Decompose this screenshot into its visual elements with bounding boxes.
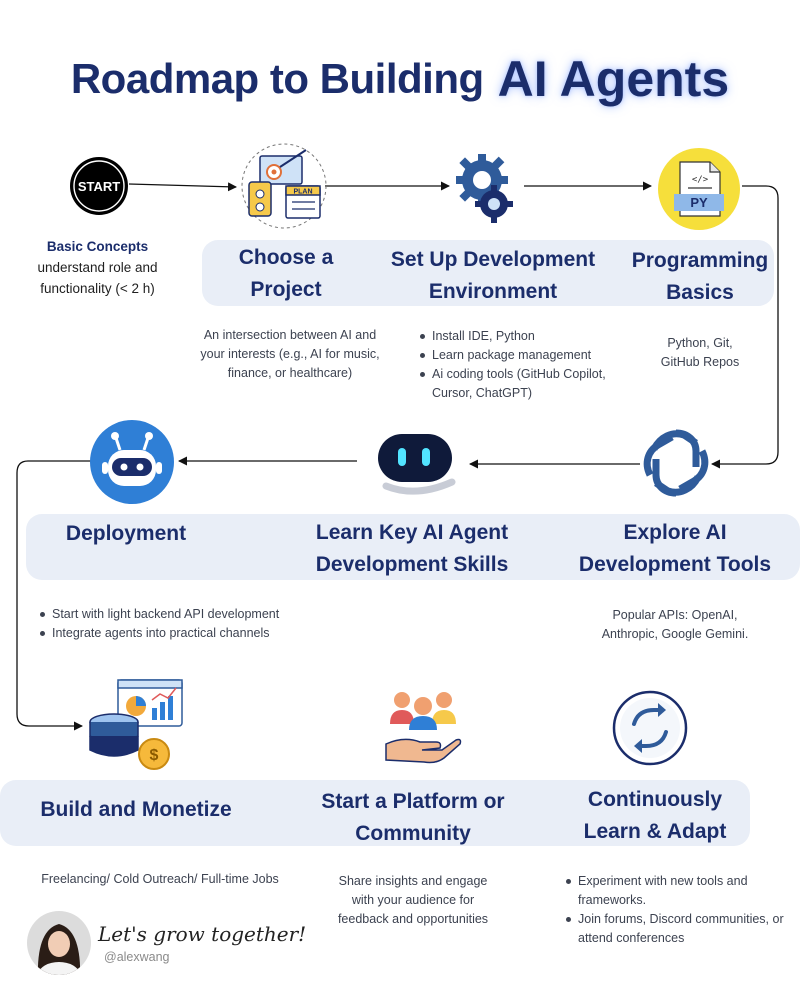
title-part-2: AI Agents [497, 51, 730, 107]
stage-explore-tools-title-2: Development Tools [578, 553, 772, 576]
stage-platform-community-title-2: Community [355, 822, 471, 845]
desc-line: Python, Git, [667, 336, 733, 350]
connector-deployment-build [16, 460, 92, 731]
desc-line: finance, or healthcare) [227, 366, 353, 380]
desc-line: Freelancing/ Cold Outreach/ Full-time Jo… [41, 872, 279, 886]
stage-setup-environment-title-2: Environment [428, 280, 558, 303]
stage-platform-community-desc: Share insights and engage with your audi… [318, 872, 508, 929]
gears-icon [456, 154, 513, 223]
desc-line: GitHub Repos [660, 355, 740, 369]
stage-explore-tools-title: Explore AI Development Tools [566, 517, 784, 581]
bullet-item: Integrate agents into practical channels [38, 624, 338, 643]
stage-explore-tools-desc: Popular APIs: OpenAI, Anthropic, Google … [580, 606, 770, 644]
desc-line: An intersection between AI and [203, 328, 377, 342]
stage-learn-adapt-title: Continuously Learn & Adapt [570, 784, 740, 848]
database-dashboard-icon: $ [89, 679, 183, 770]
desc-line: with your audience for [351, 893, 475, 907]
openai-logo-icon [643, 429, 709, 497]
stage-platform-community-title: Start a Platform or Community [310, 786, 516, 850]
stage-learn-skills-title-1: Learn Key AI Agent [315, 521, 509, 544]
title-part-1: Roadmap to Building [70, 55, 484, 102]
stage-programming-basics-title-1: Programming [631, 249, 769, 272]
community-hand-icon [385, 692, 462, 764]
row-band-1 [202, 240, 774, 306]
start-heading: Basic Concepts [46, 239, 149, 254]
bullet-item: Start with light backend API development [38, 605, 338, 624]
connector-start-choose [128, 182, 237, 192]
python-file-label: PY [690, 195, 708, 210]
stage-choose-project-title-1: Choose a [238, 246, 334, 269]
bullet-item: Ai coding tools (GitHub Copilot, Cursor,… [418, 365, 628, 403]
desc-line: feedback and opportunities [337, 912, 489, 926]
stage-learn-skills-title: Learn Key AI Agent Development Skills [302, 517, 522, 581]
stage-build-monetize-title-1: Build and Monetize [40, 798, 232, 821]
stage-learn-adapt-bullets: Experiment with new tools and frameworks… [564, 872, 790, 948]
stage-setup-environment-bullets: Install IDE, Python Learn package manage… [418, 327, 628, 403]
svg-text:</>: </> [692, 175, 709, 185]
page-title: Roadmap to Building AI Agents [0, 50, 800, 108]
stage-deployment-bullets: Start with light backend API development… [38, 605, 338, 643]
bot-icon [90, 420, 174, 504]
start-badge: START [70, 157, 128, 215]
author-handle: @alexwang [104, 950, 170, 964]
stage-setup-environment-title-1: Set Up Development [390, 248, 596, 271]
bullet-item: Install IDE, Python [418, 327, 628, 346]
stage-choose-project-desc: An intersection between AI and your inte… [192, 326, 388, 383]
stage-programming-basics-title-2: Basics [666, 281, 734, 304]
plan-board-icon: PLAN [241, 143, 327, 229]
stage-setup-environment-title: Set Up Development Environment [378, 244, 608, 308]
start-label: Basic Concepts understand role and funct… [20, 236, 175, 299]
bullet-item: Learn package management [418, 346, 628, 365]
footer-tagline: Let's grow together! [98, 922, 307, 946]
stage-choose-project-title-2: Project [250, 278, 322, 301]
refresh-cycle-icon [612, 690, 688, 766]
stage-explore-tools-title-1: Explore AI [623, 521, 727, 544]
stage-learn-adapt-title-2: Learn & Adapt [583, 820, 727, 843]
start-line-2: functionality (< 2 h) [40, 281, 155, 296]
desc-line: Share insights and engage [338, 874, 488, 888]
desc-line: Popular APIs: OpenAI, [612, 608, 738, 622]
desc-line: your interests (e.g., AI for music, [200, 347, 380, 361]
start-badge-text: START [78, 179, 120, 194]
desc-line: Anthropic, Google Gemini. [601, 627, 749, 641]
stage-programming-basics-desc: Python, Git, GitHub Repos [630, 334, 770, 372]
stage-deployment-title: Deployment [46, 518, 206, 550]
stage-build-monetize-desc: Freelancing/ Cold Outreach/ Full-time Jo… [20, 870, 300, 889]
stage-deployment-title-1: Deployment [65, 522, 187, 545]
stage-learn-adapt-title-1: Continuously [587, 788, 723, 811]
stage-build-monetize-title: Build and Monetize [26, 794, 246, 826]
row-band-3 [0, 780, 750, 846]
stage-programming-basics-title: Programming Basics [620, 245, 780, 309]
python-file-icon: </> PY [658, 148, 740, 230]
stage-platform-community-title-1: Start a Platform or [321, 790, 505, 813]
svg-text:$: $ [150, 747, 159, 764]
svg-text:PLAN: PLAN [293, 189, 312, 196]
bullet-item: Join forums, Discord communities, or att… [564, 910, 790, 948]
robot-face-icon [378, 434, 456, 495]
author-avatar [27, 911, 91, 975]
start-line-1: understand role and [37, 260, 158, 275]
stage-choose-project-title: Choose a Project [206, 242, 366, 306]
stage-learn-skills-title-2: Development Skills [315, 553, 509, 576]
bullet-item: Experiment with new tools and frameworks… [564, 872, 790, 910]
row-band-2 [26, 514, 800, 580]
